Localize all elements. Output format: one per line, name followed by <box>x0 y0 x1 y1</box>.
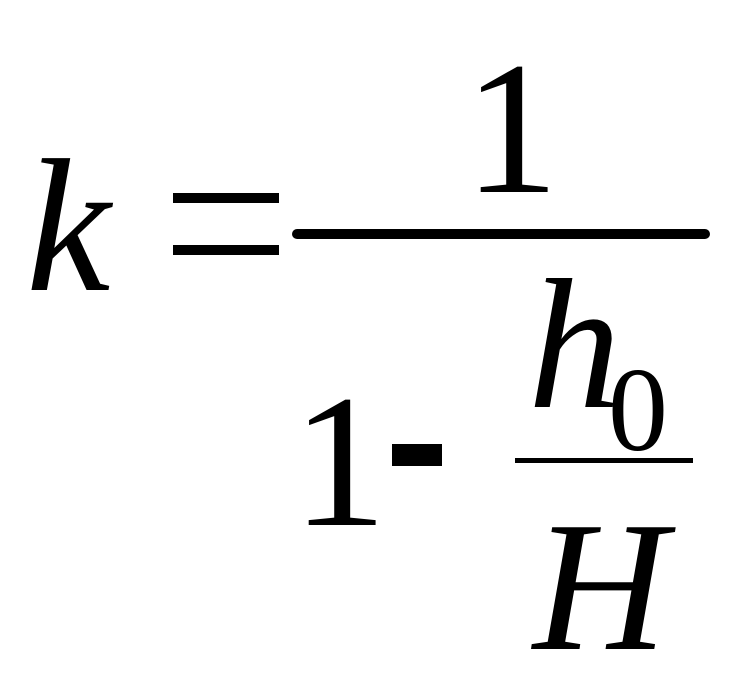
inner-denominator-variable: H <box>533 484 668 690</box>
numerator: 1 <box>464 24 559 234</box>
equals-bar-top <box>173 193 279 203</box>
denominator-one: 1 <box>292 357 387 567</box>
inner-fraction-bar <box>515 458 693 463</box>
lhs-variable: k <box>26 122 111 332</box>
equals-sign <box>173 193 279 255</box>
minus-sign <box>392 444 442 466</box>
inner-numerator-subscript: 0 <box>608 343 668 476</box>
main-fraction-bar <box>292 229 710 239</box>
inner-numerator-variable: h <box>528 242 621 448</box>
formula: k 1 1 h 0 H <box>26 24 710 680</box>
equals-bar-bottom <box>173 245 279 255</box>
